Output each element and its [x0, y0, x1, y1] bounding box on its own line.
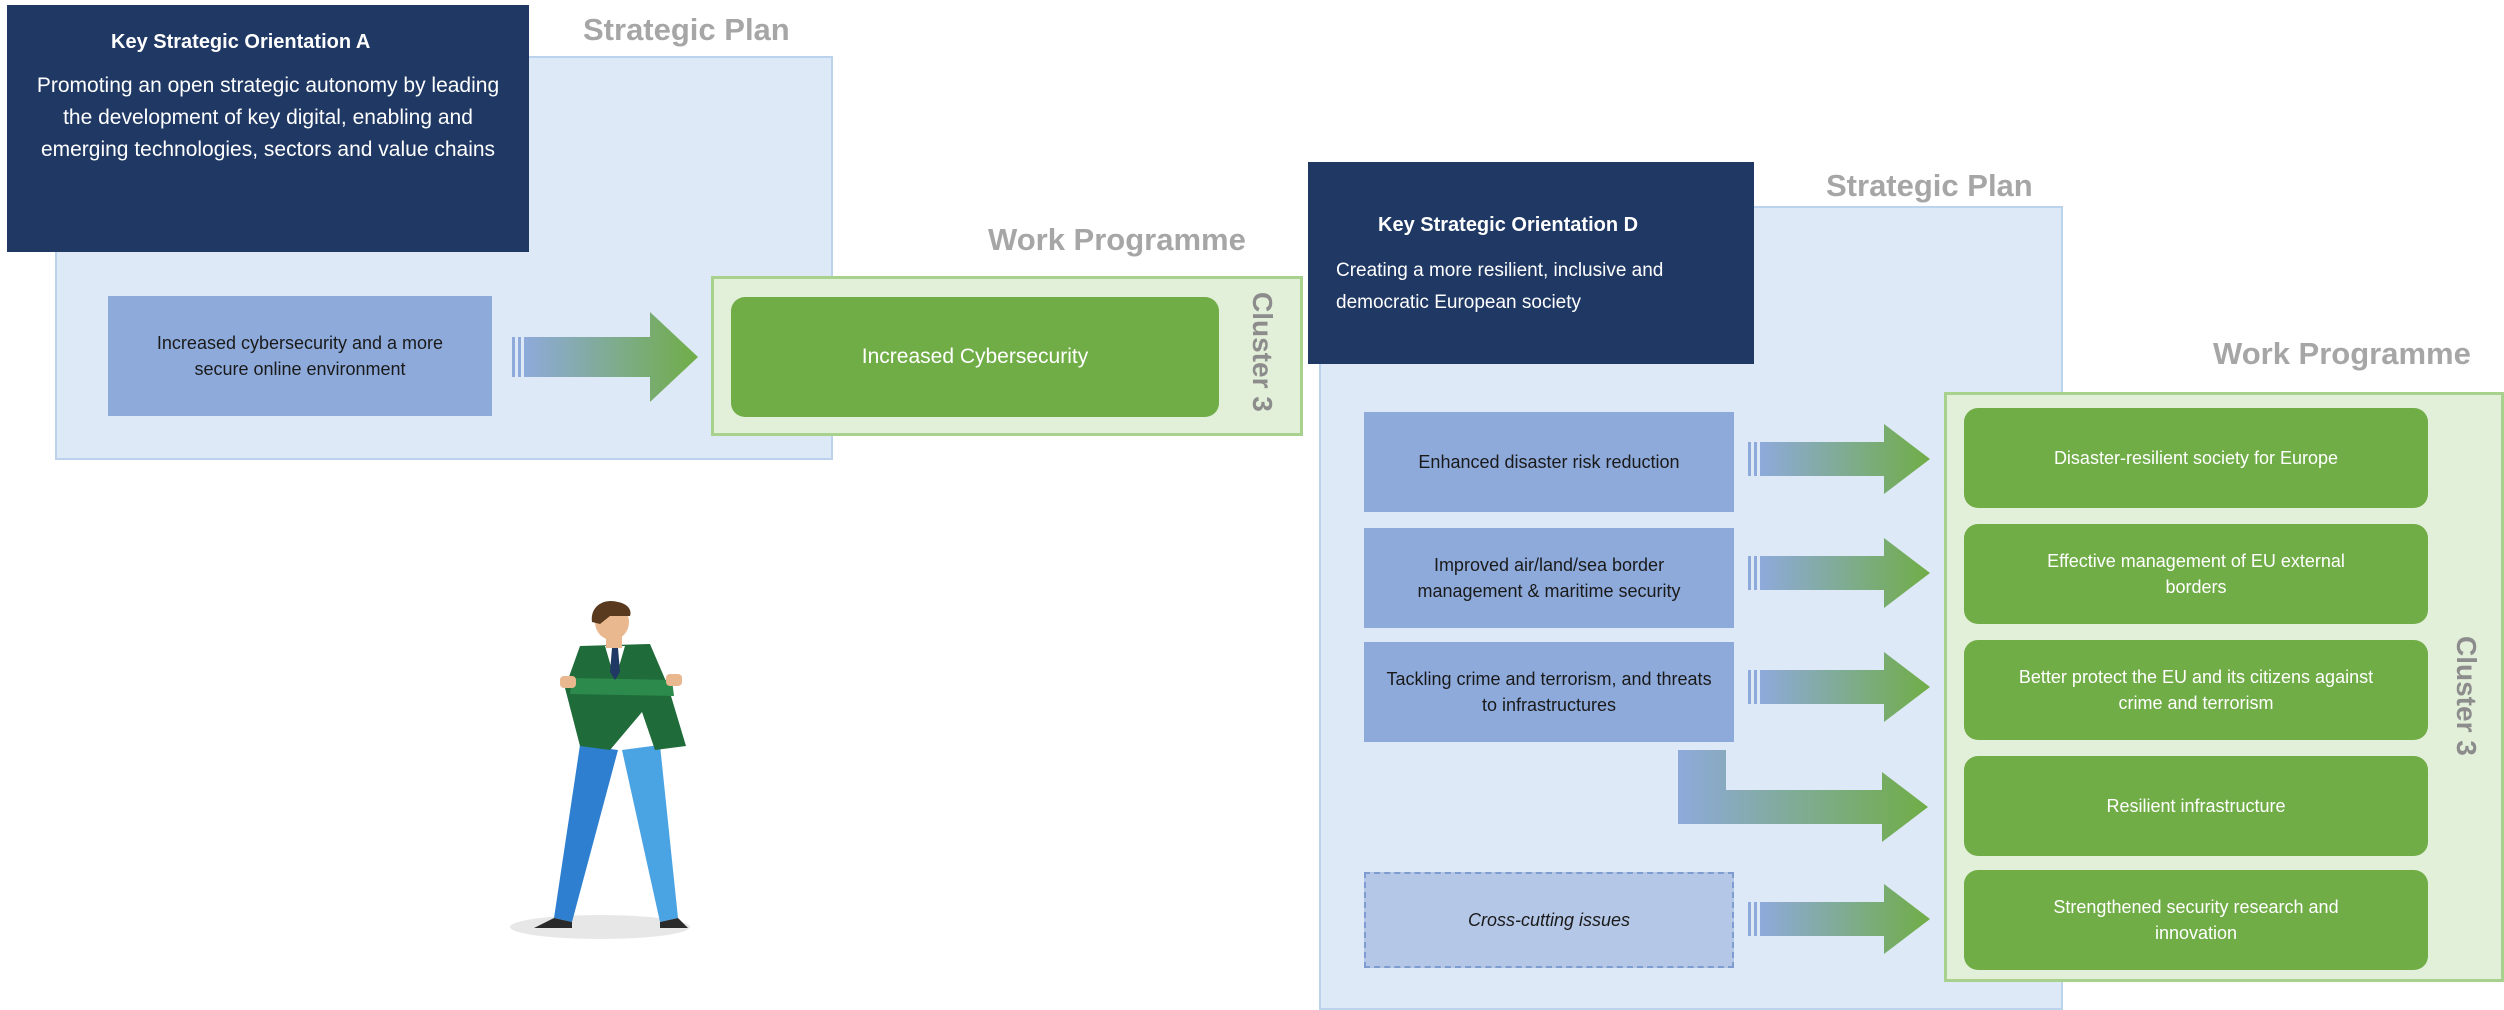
- destination-protect-citizens: Better protect the EU and its citizens a…: [1964, 640, 2428, 740]
- left-orientation-description: Promoting an open strategic autonomy by …: [36, 74, 500, 161]
- left-leg-shape: [554, 745, 618, 922]
- left-outcome-box: Increased cybersecurity and a more secur…: [108, 296, 492, 416]
- left-orientation-box: Key Strategic Orientation A Promoting an…: [7, 5, 529, 252]
- right-orientation-title: Key Strategic Orientation D: [1378, 214, 1639, 236]
- right-cluster-label: Cluster 3: [2451, 636, 2482, 756]
- right-work-programme-label: Work Programme: [2213, 336, 2471, 371]
- jacket-shape: [565, 644, 686, 750]
- hair-shape: [591, 600, 631, 624]
- right-orientation-description: Creating a more resilient, inclusive and…: [1336, 260, 1664, 313]
- destination-security-research: Strengthened security research and innov…: [1964, 870, 2428, 970]
- arrow-elbow-to-resilient-infrastructure: [1678, 750, 1928, 842]
- outcome-disaster-risk: Enhanced disaster risk reduction: [1364, 412, 1734, 512]
- left-flow-arrow: [512, 312, 698, 402]
- destination-disaster-resilient: Disaster-resilient society for Europe: [1964, 408, 2428, 508]
- left-destination-box: Increased Cybersecurity: [731, 297, 1219, 417]
- outcome-crime-terrorism: Tackling crime and terrorism, and threat…: [1364, 642, 1734, 742]
- arrow-to-security-research: [1748, 884, 1930, 954]
- right-strategic-plan-label: Strategic Plan: [1826, 168, 2033, 203]
- left-cluster-label: Cluster 3: [1247, 292, 1278, 412]
- arrow-to-external-borders: [1748, 538, 1930, 608]
- right-orientation-box: Key Strategic Orientation D Creating a m…: [1308, 162, 1754, 364]
- outcome-border-management: Improved air/land/sea border management …: [1364, 528, 1734, 628]
- left-orientation-title: Key Strategic Orientation A: [111, 31, 371, 53]
- left-work-programme-label: Work Programme: [988, 222, 1246, 257]
- businessman-illustration: [510, 600, 690, 939]
- destination-external-borders: Effective management of EU external bord…: [1964, 524, 2428, 624]
- arrow-to-disaster-resilient: [1748, 424, 1930, 494]
- destination-resilient-infrastructure: Resilient infrastructure: [1964, 756, 2428, 856]
- arrow-to-protect-citizens: [1748, 652, 1930, 722]
- left-strategic-plan-label: Strategic Plan: [583, 12, 790, 47]
- outcome-cross-cutting: Cross-cutting issues: [1364, 872, 1734, 968]
- right-leg-shape: [622, 745, 678, 922]
